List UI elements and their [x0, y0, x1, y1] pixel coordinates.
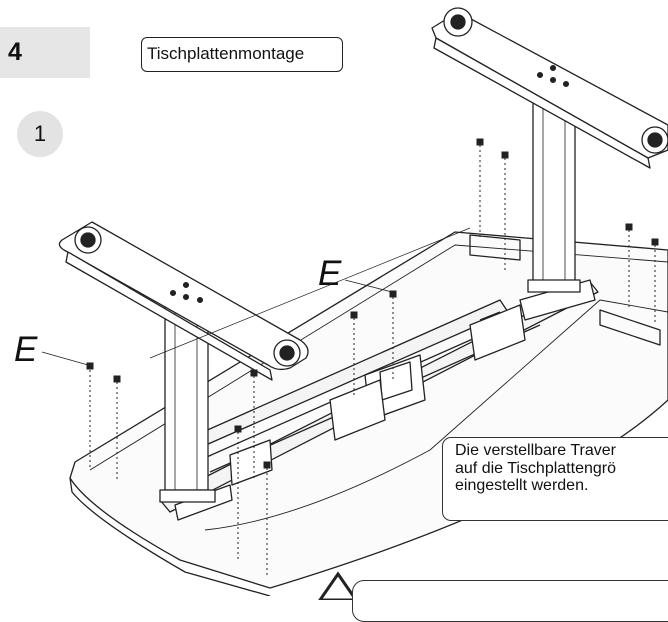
step-number: 4	[0, 27, 90, 78]
screw-label-left: E	[14, 330, 38, 369]
note-line-1: Die verstellbare Traver	[455, 442, 616, 459]
note-line-2: auf die Tischplattengrö	[455, 459, 616, 477]
screw-label-center: E	[318, 254, 342, 293]
note-box: Die verstellbare Traver auf die Tischpla…	[442, 437, 668, 521]
warning-box	[352, 580, 668, 622]
warning-triangle-icon	[318, 571, 358, 600]
step-title: Tischplattenmontage	[141, 37, 343, 72]
note-line-3: eingestellt werden.	[455, 477, 589, 494]
desk-assembly-illustration	[41, 7, 668, 596]
substep-number: 1	[17, 111, 63, 157]
